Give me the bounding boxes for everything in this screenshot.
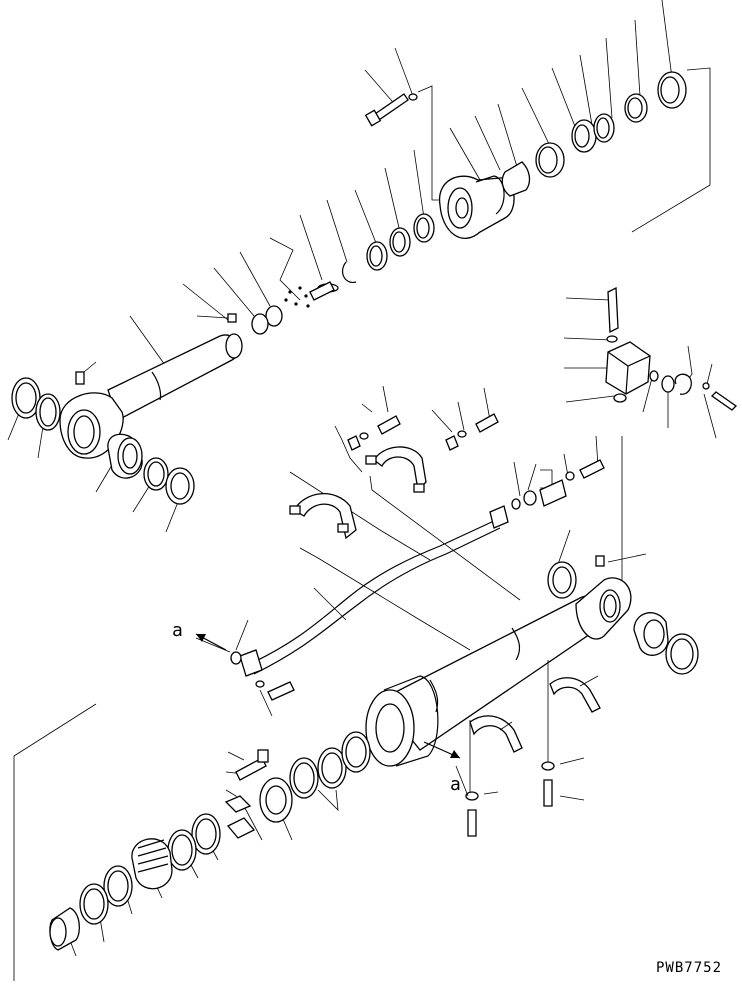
rear-flange	[365, 675, 439, 767]
tube-clamp-right	[365, 446, 427, 493]
leader-lines-upper	[7, 0, 711, 533]
head-seals	[501, 71, 687, 197]
ref-label-left: a	[172, 620, 183, 641]
piston-assembly	[13, 703, 371, 981]
ref-label-bottom: a	[450, 774, 461, 795]
valve-block-assembly	[563, 286, 738, 439]
bottom-bushing	[547, 561, 699, 675]
piston	[131, 838, 173, 890]
bottom-eye	[575, 555, 632, 640]
rod-eye	[59, 371, 124, 459]
washer	[408, 93, 418, 101]
reference-arrows	[195, 633, 469, 797]
piston-rod	[107, 333, 243, 421]
rod-bushing	[107, 433, 195, 505]
cushion-collar	[49, 907, 81, 951]
piping-assembly	[195, 385, 647, 717]
drawing-code: PWB7752	[656, 960, 722, 976]
rod-seals	[227, 213, 435, 335]
cylinder-tube	[365, 555, 632, 767]
rod-assembly	[7, 0, 711, 533]
hydraulic-tube	[239, 505, 509, 677]
valve-bolt	[607, 286, 619, 334]
tube-clamp-left	[289, 493, 357, 540]
head-bolt	[364, 93, 409, 127]
cylinder-head	[439, 175, 515, 239]
lower-clamps	[465, 660, 601, 837]
rod-eye-seals	[11, 377, 61, 431]
